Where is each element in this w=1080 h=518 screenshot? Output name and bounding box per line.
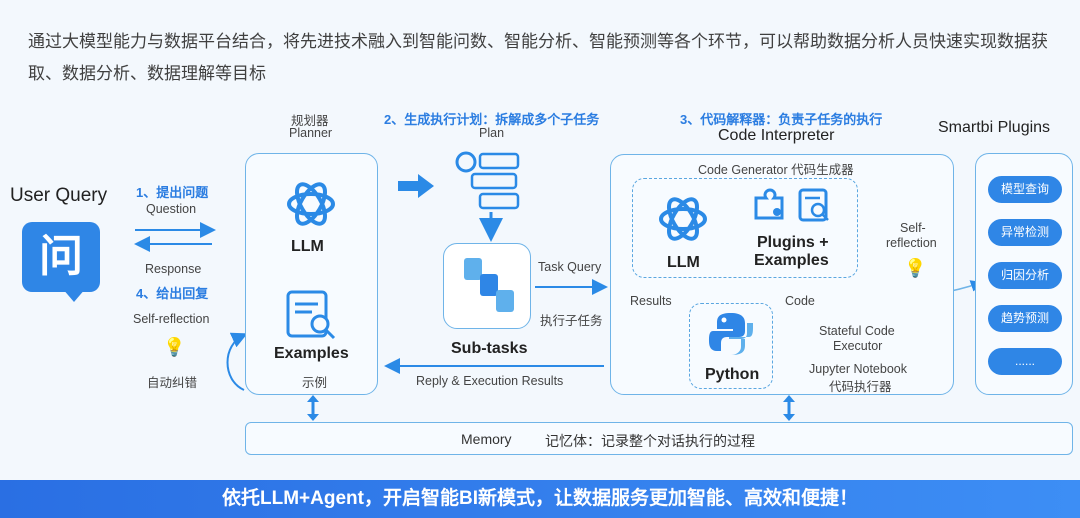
step4-label: 4、给出回复 [136, 286, 209, 301]
puzzle-icon [754, 188, 784, 220]
user-query-title: User Query [10, 185, 108, 206]
memory-arrow-right [783, 395, 795, 421]
plugin-trend-forecast[interactable]: 趋势预测 [988, 305, 1062, 332]
search-doc-icon [798, 188, 829, 222]
planner-llm-label: LLM [291, 238, 324, 255]
chat-icon-tail [62, 288, 86, 302]
footer-banner: 依托LLM+Agent，开启智能BI新模式，让数据服务更加智能、高效和便捷！ [0, 480, 1080, 518]
examples-doc-icon [286, 290, 336, 340]
jupyter-label-2: 代码执行器 [829, 380, 892, 394]
jupyter-label-1: Jupyter Notebook [809, 362, 907, 376]
plugins-examples-label: Examples [754, 252, 829, 269]
plan-title: Plan [479, 126, 505, 140]
planner-title-cn: 规划器 [291, 114, 329, 128]
llm-logo-icon-2 [659, 197, 707, 241]
python-logo-icon [709, 313, 753, 355]
plugins-label: Plugins + [757, 234, 829, 251]
step1-label: 1、提出问题 [136, 185, 209, 200]
step3-label: 3、代码解释器：负责子任务的执行 [680, 112, 883, 127]
task-query-label: Task Query [538, 260, 602, 274]
question-label: Question [146, 202, 197, 216]
plugin-more[interactable]: ...... [988, 348, 1062, 375]
memory-label: Memory [461, 431, 512, 447]
python-label: Python [705, 366, 760, 383]
examples-label: Examples [274, 345, 349, 362]
lightbulb-icon-2: 💡 [904, 258, 927, 278]
python-box [689, 303, 773, 389]
planner-title-en: Planner [289, 126, 333, 140]
subtasks-label: Sub-tasks [451, 340, 528, 357]
interpreter-title: Code Interpreter [718, 127, 835, 144]
memory-desc: 记忆体：记录整个对话执行的过程 [545, 433, 755, 449]
intro-line-2: 取、数据分析、数据理解等目标 [28, 64, 266, 83]
plugin-anomaly-detect[interactable]: 异常检测 [988, 219, 1062, 246]
smartbi-plugins-title: Smartbi Plugins [938, 119, 1051, 136]
planner-reflection-curve [226, 332, 248, 391]
question-char: 问 [39, 232, 83, 281]
examples-cn-label: 示例 [302, 376, 328, 390]
exec-subtask-label: 执行子任务 [540, 314, 603, 328]
self-reflection-label: Self-reflection [133, 312, 210, 326]
llm-logo-icon [287, 182, 335, 226]
stateful-label-1: Stateful Code [819, 324, 895, 338]
subtasks-icon [464, 258, 514, 312]
memory-box [245, 422, 1073, 455]
stateful-label-2: Executor [833, 339, 883, 353]
code-generator-label: Code Generator 代码生成器 [698, 163, 854, 177]
plan-tasks-icon [455, 151, 520, 210]
step2-label: 2、生成执行计划：拆解成多个子任务 [384, 112, 600, 127]
reply-label: Reply & Execution Results [416, 374, 564, 388]
question-chat-icon: 问 [22, 222, 100, 292]
plugin-model-query[interactable]: 模型查询 [988, 176, 1062, 203]
intro-text: 通过大模型能力与数据平台结合，将先进技术融入到智能问数、智能分析、智能预测等各个… [28, 26, 1058, 90]
plugin-attribution[interactable]: 归因分析 [988, 262, 1062, 289]
lightbulb-icon: 💡 [163, 337, 186, 357]
interpreter-box [610, 154, 954, 395]
auto-correct-label: 自动纠错 [147, 376, 198, 390]
self-reflection-1: Self- [900, 221, 926, 235]
code-label: Code [785, 294, 815, 308]
intro-line-1: 通过大模型能力与数据平台结合，将先进技术融入到智能问数、智能分析、智能预测等各个… [28, 32, 1048, 51]
results-label: Results [630, 294, 672, 308]
interpreter-llm-label: LLM [667, 254, 700, 271]
code-generator-box [632, 178, 858, 278]
planner-to-plan-arrow [398, 174, 434, 198]
memory-arrow-left [307, 395, 319, 421]
self-reflection-2: reflection [886, 236, 937, 250]
response-label: Response [145, 262, 202, 276]
